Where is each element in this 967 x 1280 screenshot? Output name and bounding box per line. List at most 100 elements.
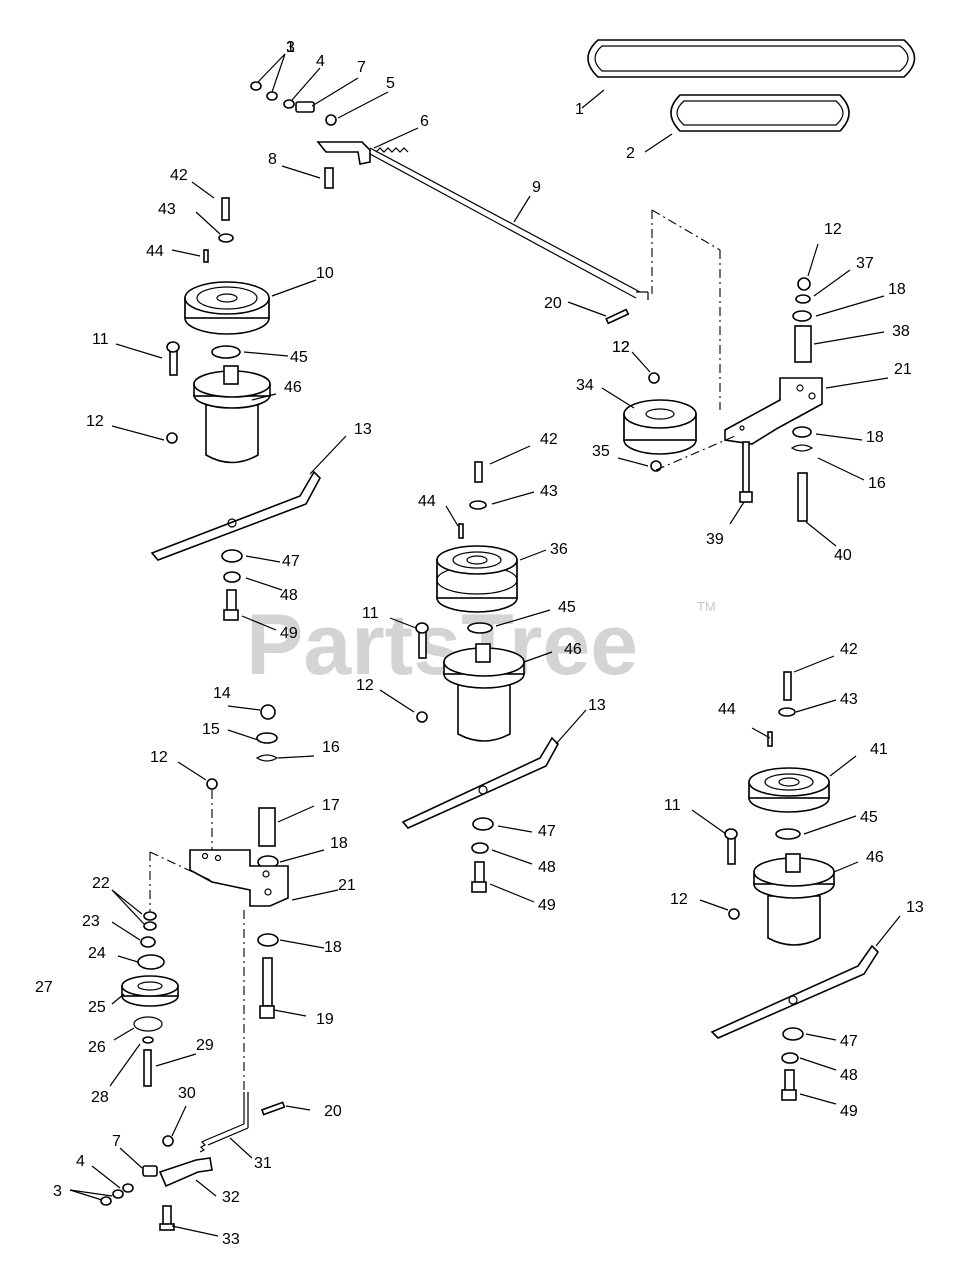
callout: 13 — [906, 899, 924, 916]
callout: 21 — [338, 877, 356, 894]
pulley-left — [184, 197, 270, 359]
callout: 42 — [840, 641, 858, 658]
callout: 11 — [362, 605, 379, 622]
callout: 42 — [170, 167, 188, 184]
callout: 44 — [146, 243, 164, 260]
callout: 35 — [592, 443, 610, 460]
callout: 48 — [840, 1067, 858, 1084]
callout: 3 — [286, 39, 295, 56]
callout: 10 — [316, 265, 334, 282]
callout: 47 — [840, 1033, 858, 1050]
callout: 4 — [316, 53, 325, 70]
callout: 12 — [670, 891, 688, 908]
callout: 31 — [254, 1155, 272, 1172]
leader-lines — [69, 53, 901, 1237]
spindle-housing-center — [415, 622, 525, 742]
callout: 30 — [178, 1085, 196, 1102]
callout: 18 — [330, 835, 348, 852]
callout: 20 — [324, 1103, 342, 1120]
callout: 14 — [213, 685, 231, 702]
callout: 7 — [112, 1133, 121, 1150]
callout: 17 — [322, 797, 340, 814]
callout: 49 — [840, 1103, 858, 1120]
callout: 2 — [626, 145, 635, 162]
callout: 49 — [538, 897, 556, 914]
callout: 29 — [196, 1037, 214, 1054]
belt-large — [587, 39, 916, 78]
callout: 23 — [82, 913, 100, 930]
callout: 7 — [357, 59, 366, 76]
callout: 41 — [870, 741, 888, 758]
callout: 33 — [222, 1231, 240, 1248]
callout: 46 — [866, 849, 884, 866]
callout: 40 — [834, 547, 852, 564]
callout: 5 — [386, 75, 395, 92]
callout: 43 — [158, 201, 176, 218]
blade-left — [150, 470, 321, 621]
callout: 16 — [322, 739, 340, 756]
callout: 3 — [53, 1183, 62, 1200]
callout: 39 — [706, 531, 724, 548]
callout: 45 — [860, 809, 878, 826]
callout: 4 — [76, 1153, 85, 1170]
callout: 34 — [576, 377, 594, 394]
callout: 47 — [282, 553, 300, 570]
callout: 12 — [824, 221, 842, 238]
callout: 18 — [324, 939, 342, 956]
callout: 32 — [222, 1189, 240, 1206]
callout: 22 — [92, 875, 110, 892]
callout: 21 — [894, 361, 912, 378]
callout: 11 — [664, 797, 681, 814]
pulley-center-double — [436, 461, 518, 634]
watermark-text: PartsTree — [246, 597, 638, 693]
spindle-housing-left — [166, 341, 271, 464]
callout: 19 — [316, 1011, 334, 1028]
pulley-right — [748, 671, 830, 840]
callout: 13 — [354, 421, 372, 438]
callout: 44 — [418, 493, 436, 510]
watermark-tm: TM — [697, 599, 716, 614]
idler-upper — [623, 277, 823, 522]
callout: 13 — [588, 697, 606, 714]
callout: 24 — [88, 945, 106, 962]
callout: 48 — [538, 859, 556, 876]
callout: 16 — [868, 475, 886, 492]
callout: 45 — [558, 599, 576, 616]
top-hardware — [250, 81, 337, 126]
tension-rod — [316, 141, 649, 300]
callout: 48 — [280, 587, 298, 604]
callout: 25 — [88, 999, 106, 1016]
callout: 49 — [280, 625, 298, 642]
callout: 47 — [538, 823, 556, 840]
callout: 18 — [866, 429, 884, 446]
belt-small — [670, 94, 850, 132]
callout: 9 — [532, 179, 541, 196]
callout: 18 — [888, 281, 906, 298]
callout: 45 — [290, 349, 308, 366]
callout-labels: 1 1 2 3 3 4 4 5 6 7 7 8 9 10 11 11 11 12… — [35, 39, 924, 1248]
callout: 46 — [564, 641, 582, 658]
callout: 37 — [856, 255, 874, 272]
callout: 1 — [575, 101, 584, 118]
callout: 43 — [840, 691, 858, 708]
callout: 1 — [286, 39, 295, 56]
callout: 15 — [202, 721, 220, 738]
callout: 27 — [35, 979, 53, 996]
callout: 8 — [268, 151, 277, 168]
callout: 28 — [91, 1089, 109, 1106]
callout: 44 — [718, 701, 736, 718]
callout: 12 — [612, 339, 630, 356]
callout: 20 — [544, 295, 562, 312]
callout: 38 — [892, 323, 910, 340]
callout: 11 — [92, 331, 109, 348]
callout: 12 — [356, 677, 374, 694]
callout: 36 — [550, 541, 568, 558]
spindle-housing-right — [724, 828, 835, 946]
callout: 6 — [420, 113, 429, 130]
callout: 43 — [540, 483, 558, 500]
callout: 12 — [612, 339, 630, 356]
callout: 12 — [86, 413, 104, 430]
idler-lower — [121, 704, 289, 1087]
callout: 12 — [150, 749, 168, 766]
